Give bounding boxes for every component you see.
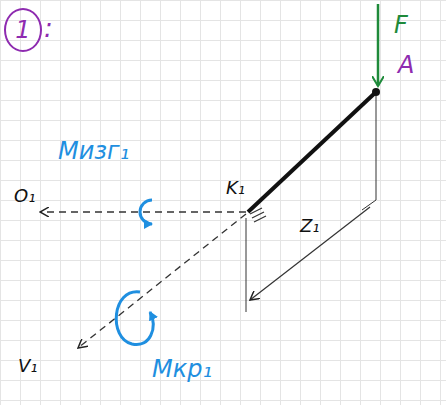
dimension-line [250, 207, 370, 300]
projection-line [376, 96, 377, 200]
extension-line [246, 218, 247, 312]
force-label: F [394, 12, 408, 38]
force-arrow [377, 4, 380, 86]
axis-v [78, 214, 246, 348]
beam [248, 92, 376, 212]
torque-arrow [116, 292, 153, 345]
axis-label: O₁ [14, 186, 35, 206]
point-a [372, 88, 380, 96]
moment-arrow [140, 200, 152, 224]
section-label: K₁ [226, 178, 245, 198]
dimension-label: Z₁ [300, 216, 320, 236]
separator: : [44, 14, 53, 43]
torque-label: Мкр₁ [152, 356, 212, 382]
callout-circle: 1 [4, 8, 42, 52]
axis-o [40, 211, 246, 212]
point-label: A [398, 52, 414, 78]
support-hatch [250, 208, 266, 222]
axis-label: V₁ [18, 356, 38, 376]
callout-number: 1 [15, 16, 30, 44]
moment-label: Мизг₁ [58, 138, 129, 164]
